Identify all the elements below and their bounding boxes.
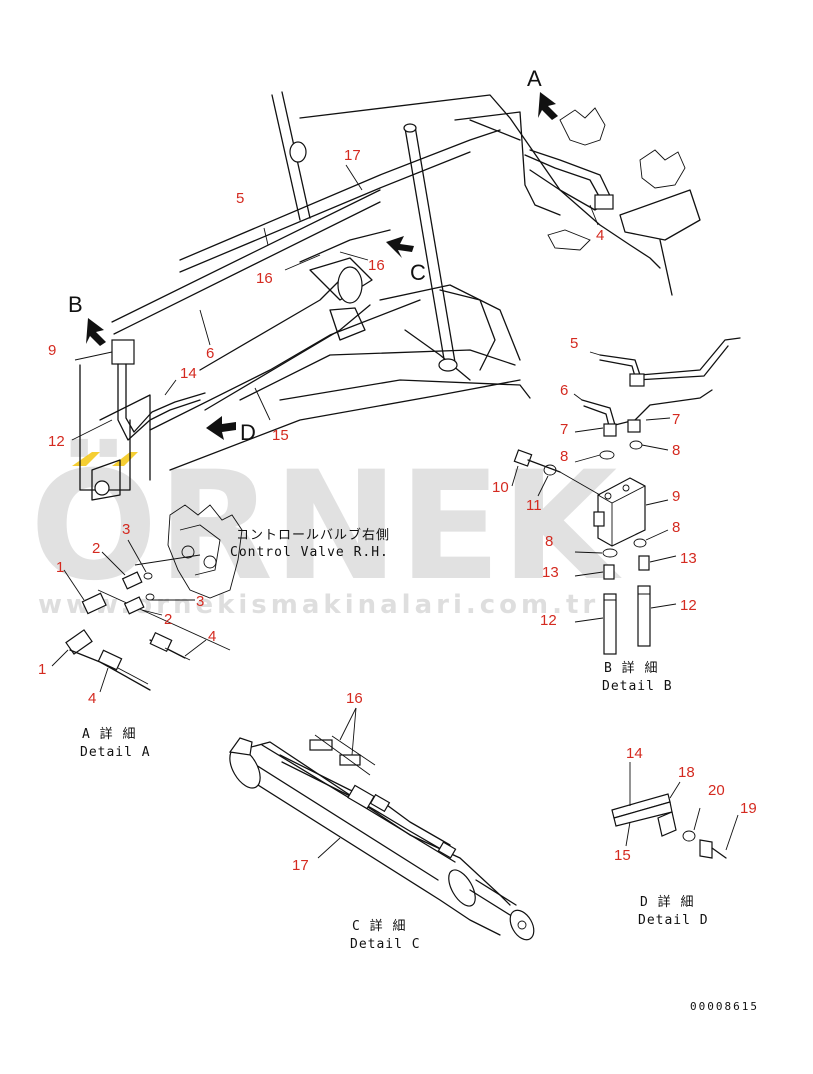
detail-c-drawing: 16 17 C 詳 細 Detail C xyxy=(228,690,535,952)
detail-b-callout-8-b: 8 xyxy=(560,448,568,465)
detail-a-callout-1-a: 1 xyxy=(56,559,64,576)
detail-b-callout-10: 10 xyxy=(492,479,509,496)
callout-17: 17 xyxy=(344,147,361,164)
detail-a-note-en: Control Valve R.H. xyxy=(230,545,389,560)
detail-a-note-jp: コントロールバルブ右側 xyxy=(236,527,390,543)
detail-d-callout-15: 15 xyxy=(614,847,631,864)
view-arrow-c xyxy=(386,236,414,258)
callout-12: 12 xyxy=(48,433,65,450)
detail-b-callout-13-a: 13 xyxy=(542,564,559,581)
watermark-url: www.ornekismakinalari.com.tr xyxy=(38,590,599,620)
detail-a-callout-3-b: 3 xyxy=(196,593,204,610)
detail-b-caption-jp: B 詳 細 xyxy=(604,660,658,676)
detail-b-callout-12-a: 12 xyxy=(540,612,557,629)
detail-b-callout-8-d: 8 xyxy=(545,533,553,550)
detail-c-callout-16: 16 xyxy=(346,690,363,707)
detail-a-callout-3-a: 3 xyxy=(122,521,130,538)
watermark-accent-marks xyxy=(72,452,138,466)
detail-b-callout-7-a: 7 xyxy=(672,411,680,428)
detail-d-drawing: 14 18 20 19 15 D 詳 細 Detail D xyxy=(611,745,757,928)
detail-a-caption-en: Detail A xyxy=(80,745,151,760)
detail-a-caption-jp: A 詳 細 xyxy=(82,726,136,742)
callout-4: 4 xyxy=(596,227,604,244)
detail-b-callout-7-b: 7 xyxy=(560,421,568,438)
detail-a-callout-4-a: 4 xyxy=(208,628,216,645)
detail-b-drawing: 5 6 7 7 8 8 9 10 11 8 8 13 13 12 12 B 詳 … xyxy=(492,335,741,694)
detail-a-callout-2-a: 2 xyxy=(92,540,100,557)
view-arrow-b xyxy=(86,318,106,346)
detail-b-callout-12-b: 12 xyxy=(680,597,697,614)
callout-5: 5 xyxy=(236,190,244,207)
detail-c-callout-17: 17 xyxy=(292,857,309,874)
drawing-code: 00008615 xyxy=(690,1000,759,1013)
main-assembly-drawing xyxy=(79,91,701,501)
callout-9: 9 xyxy=(48,342,56,359)
callout-16-b: 16 xyxy=(368,257,385,274)
detail-a-callout-4-b: 4 xyxy=(88,690,96,707)
detail-d-callout-20: 20 xyxy=(708,782,725,799)
view-letter-a: A xyxy=(527,66,542,91)
detail-c-caption-jp: C 詳 細 xyxy=(352,918,406,934)
detail-b-callout-8-a: 8 xyxy=(672,442,680,459)
detail-d-caption-jp: D 詳 細 xyxy=(640,894,694,910)
detail-a-drawing: コントロールバルブ右側 Control Valve R.H. 1 2 3 3 2… xyxy=(38,504,390,760)
detail-a-callout-2-b: 2 xyxy=(164,611,172,628)
view-markers: A B C D xyxy=(68,66,558,445)
detail-d-caption-en: Detail D xyxy=(638,913,709,928)
detail-d-callout-18: 18 xyxy=(678,764,695,781)
detail-b-callout-9: 9 xyxy=(672,488,680,505)
detail-b-caption-en: Detail B xyxy=(602,679,673,694)
callout-14: 14 xyxy=(180,365,197,382)
detail-a-callout-1-b: 1 xyxy=(38,661,46,678)
view-letter-b: B xyxy=(68,292,83,317)
detail-d-callout-14: 14 xyxy=(626,745,643,762)
view-letter-c: C xyxy=(410,260,426,285)
detail-b-callout-8-c: 8 xyxy=(672,519,680,536)
detail-b-callout-5: 5 xyxy=(570,335,578,352)
view-arrow-a xyxy=(538,92,558,120)
detail-c-caption-en: Detail C xyxy=(350,937,421,952)
callout-15: 15 xyxy=(272,427,289,444)
detail-b-callout-6: 6 xyxy=(560,382,568,399)
callout-6: 6 xyxy=(206,345,214,362)
detail-b-callout-13-b: 13 xyxy=(680,550,697,567)
view-letter-d: D xyxy=(240,420,256,445)
detail-d-callout-19: 19 xyxy=(740,800,757,817)
detail-b-callout-11: 11 xyxy=(526,497,542,514)
callout-16-a: 16 xyxy=(256,270,273,287)
main-callouts: 5 17 16 16 4 6 9 14 15 12 xyxy=(48,147,604,450)
view-arrow-d xyxy=(206,416,236,440)
